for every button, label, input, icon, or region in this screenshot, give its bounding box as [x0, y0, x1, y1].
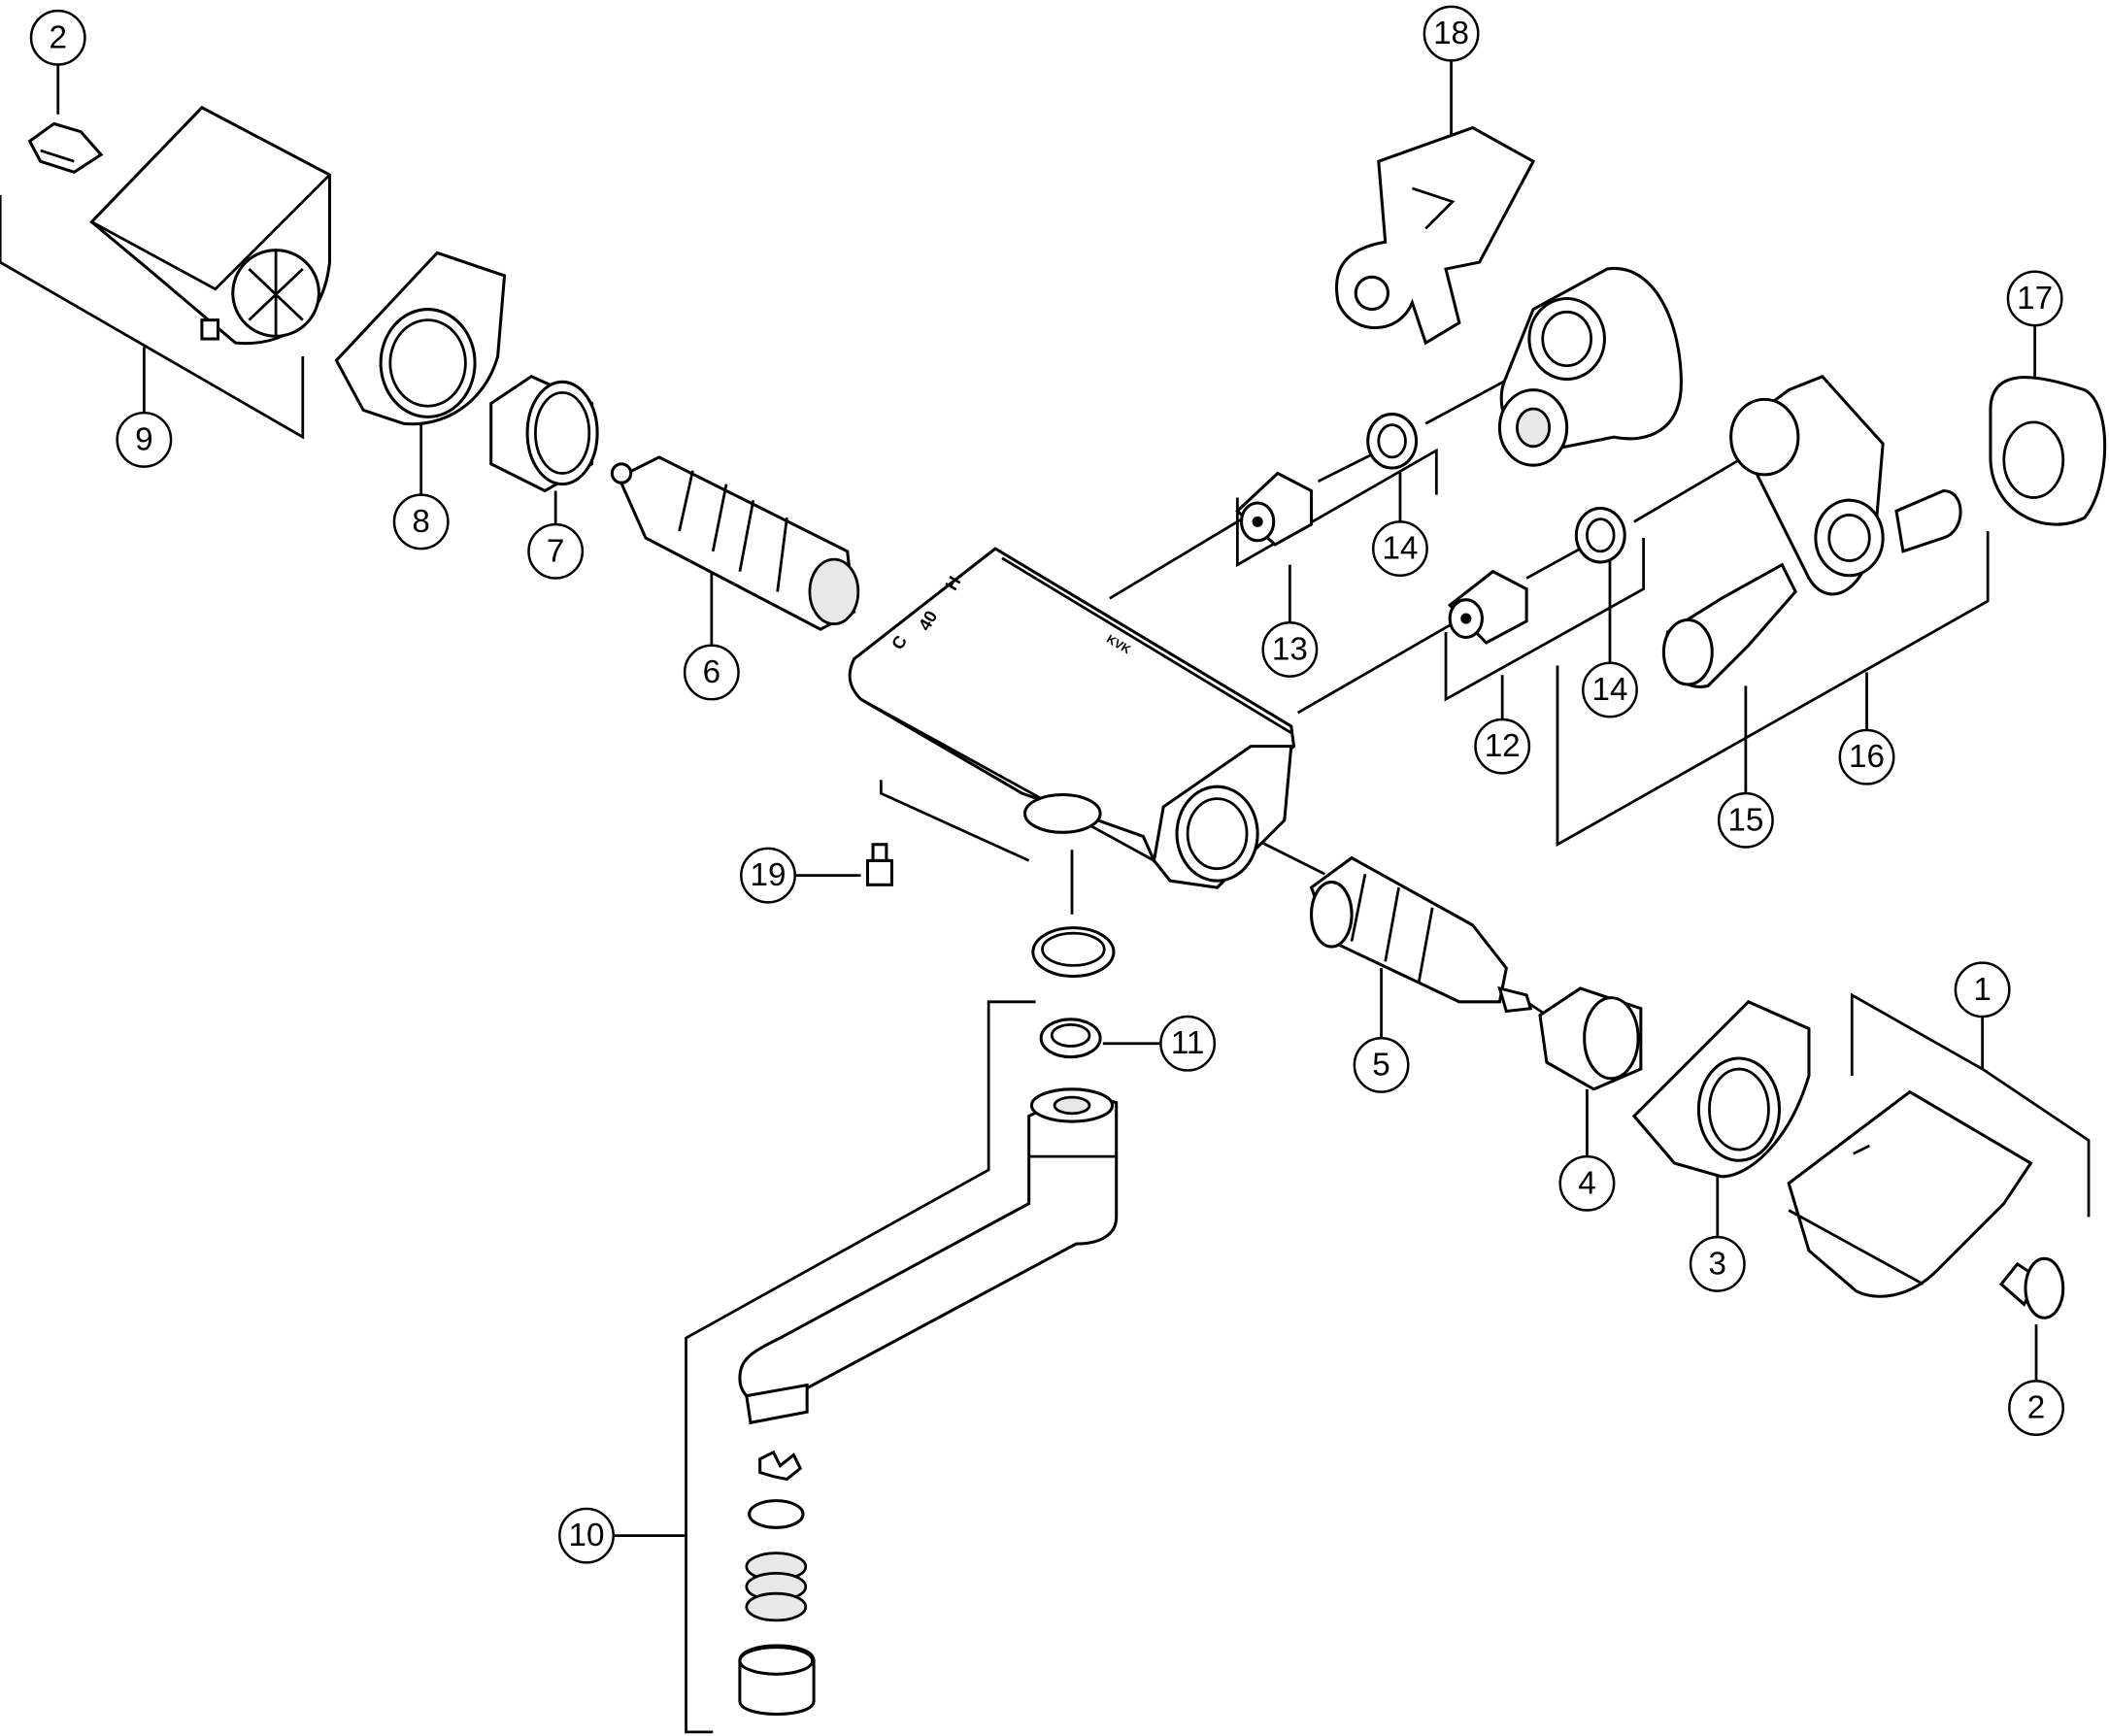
svg-text:18: 18: [1433, 16, 1469, 51]
part-switch-cartridge-5: [1309, 855, 1533, 1014]
part-ring-holder-8: [334, 250, 507, 426]
svg-text:14: 14: [1382, 531, 1418, 567]
svg-text:11: 11: [1171, 1025, 1204, 1061]
part-eccentric-union-16: [1729, 374, 1962, 596]
part-screw-19: [865, 843, 893, 886]
svg-text:6: 6: [703, 654, 720, 690]
callout-4: 4: [1558, 1154, 1616, 1212]
svg-text:2: 2: [2027, 1390, 2045, 1426]
part-spout-10: [738, 1087, 1119, 1425]
svg-text:10: 10: [569, 1518, 605, 1553]
callout-10: 10: [558, 1507, 615, 1564]
callout-17: 17: [2006, 270, 2063, 327]
part-ring-holder-3: [1631, 999, 1811, 1179]
part-nut-4: [1538, 986, 1643, 1091]
callout-18: 18: [1423, 5, 1480, 62]
svg-text:1: 1: [1973, 972, 1991, 1008]
part-washer-14-top: [1366, 413, 1419, 470]
part-elbow-union: [1497, 267, 1683, 467]
callout-13: 13: [1261, 620, 1319, 678]
svg-text:19: 19: [751, 857, 787, 893]
callout-2-top: 2: [29, 9, 86, 66]
part-thermostat-cartridge-6: [610, 455, 860, 631]
callout-9: 9: [116, 411, 173, 468]
part-cap-2-bottom: [1998, 1256, 2065, 1319]
callout-14-top: 14: [1371, 520, 1428, 578]
part-washer-14-bottom: [1574, 506, 1626, 564]
callout-8: 8: [392, 493, 450, 551]
part-washer-11: [1039, 1018, 1102, 1059]
callout-1: 1: [1954, 961, 2011, 1018]
callout-12: 12: [1474, 718, 1531, 775]
callout-3: 3: [1689, 1235, 1746, 1292]
callout-16: 16: [1838, 728, 1895, 785]
svg-text:15: 15: [1727, 802, 1763, 838]
callout-2-bottom: 2: [2008, 1380, 2064, 1437]
callout-11: 11: [1159, 1015, 1217, 1072]
callout-15: 15: [1717, 791, 1774, 849]
part-nut-7: [489, 375, 599, 493]
svg-text:7: 7: [547, 533, 564, 569]
svg-text:8: 8: [412, 504, 429, 540]
callout-7: 7: [527, 522, 585, 580]
part-check-valve-12: [1447, 569, 1528, 645]
part-shower-holder-18: [1335, 125, 1536, 346]
svg-text:12: 12: [1485, 728, 1521, 764]
part-strainer-valve-15: [1661, 562, 1797, 688]
callout-6: 6: [683, 644, 740, 701]
part-aerator-parts: [738, 1450, 816, 1716]
svg-text:4: 4: [1578, 1165, 1595, 1201]
svg-text:5: 5: [1372, 1047, 1389, 1083]
svg-text:14: 14: [1592, 672, 1628, 708]
svg-text:13: 13: [1272, 631, 1308, 667]
svg-text:9: 9: [135, 421, 152, 457]
part-handle-9: [89, 105, 332, 346]
part-handle-1: [1787, 1089, 2033, 1298]
svg-text:3: 3: [1709, 1246, 1726, 1282]
svg-text:17: 17: [2017, 281, 2053, 317]
svg-text:2: 2: [49, 19, 66, 55]
part-escutcheon-17: [1989, 376, 2107, 526]
part-oring-body: [1031, 926, 1116, 979]
part-valve-body: C 40 H KVK: [848, 547, 1296, 889]
svg-text:16: 16: [1849, 739, 1885, 775]
part-check-valve-13: [1235, 471, 1314, 547]
callout-19: 19: [740, 847, 796, 904]
callout-5: 5: [1353, 1036, 1410, 1093]
callout-14-bottom: 14: [1582, 661, 1638, 718]
leader-lines: [0, 60, 2091, 1734]
part-cap-2-top: [27, 121, 104, 174]
